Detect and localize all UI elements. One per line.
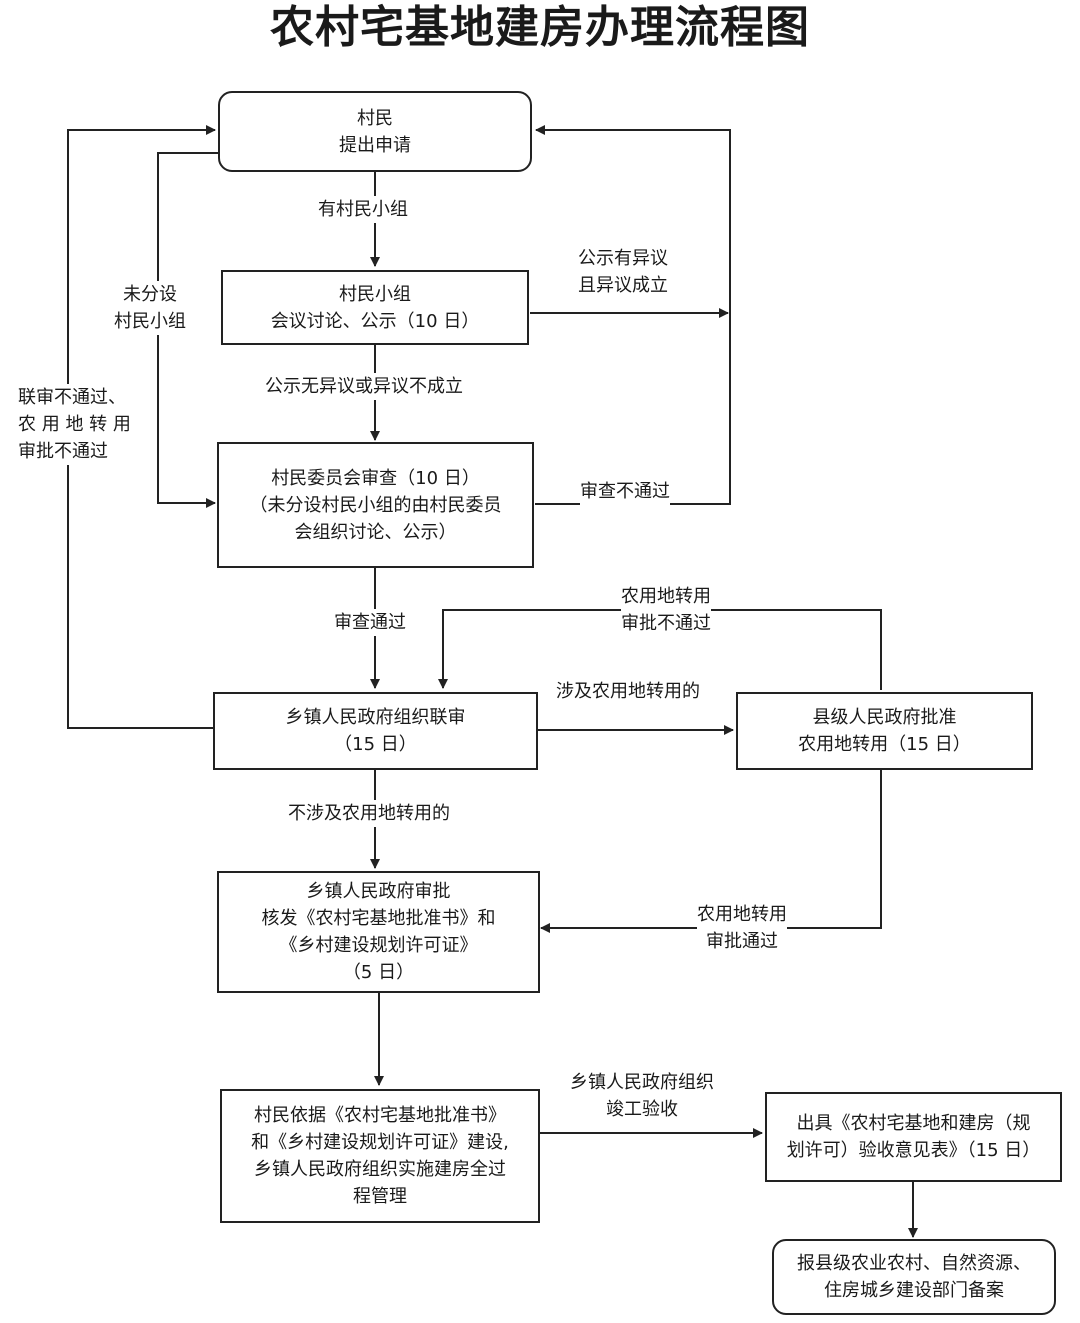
text-line: 住房城乡建设部门备案 <box>824 1280 1004 1301</box>
text-line: （5 日） <box>342 962 415 983</box>
label-no-objection: 公示无异议或异议不成立 <box>265 373 463 400</box>
text-line: 联审不通过、 <box>18 387 126 408</box>
text-line: 审批通过 <box>706 931 778 952</box>
arrow-conversion-pass <box>540 770 882 933</box>
text-line: 划许可）验收意见表》（15 日） <box>786 1140 1041 1161</box>
node-township-approval: 乡镇人民政府审批核发《农村宅基地批准书》和《乡村建设规划许可证》 （5 日） <box>217 871 540 993</box>
text-line: 村民小组 <box>114 311 186 332</box>
label-joint-fail: 联审不通过、农 用 地 转 用审批不通过 <box>18 384 131 465</box>
label-conversion-pass: 农用地转用审批通过 <box>697 901 787 955</box>
label-conversion-fail: 农用地转用审批不通过 <box>621 583 711 637</box>
label-not-involves-conversion: 不涉及农用地转用的 <box>288 800 450 827</box>
node-committee-review: 村民委员会审查（10 日） （未分设村民小组的由村民委员会组织讨论、公示） <box>217 442 534 568</box>
text-line: 村民 <box>357 107 393 129</box>
node-acceptance-form: 出具《农村宅基地和建房（规划许可）验收意见表》（15 日） <box>765 1092 1062 1182</box>
label-objection-valid: 公示有异议且异议成立 <box>578 245 668 299</box>
label-has-group: 有村民小组 <box>318 196 408 223</box>
label-involves-conversion: 涉及农用地转用的 <box>556 678 700 705</box>
text-line: 县级人民政府批准 <box>812 707 957 728</box>
text-line: 未分设 <box>123 284 177 305</box>
node-county-approval: 县级人民政府批准农用地转用（15 日） <box>736 692 1033 770</box>
text-line: 审批不通过 <box>621 613 711 634</box>
text-line: 公示有异议 <box>578 248 668 269</box>
text-line: 涉及农用地转用的 <box>556 681 700 702</box>
text-line: 出具《农村宅基地和建房（规 <box>796 1113 1031 1134</box>
text-line: （15 日） <box>334 734 417 755</box>
text-line: 审查不通过 <box>580 481 670 502</box>
text-line: 核发《农村宅基地批准书》和 <box>261 908 496 929</box>
arrow-review-fail <box>535 125 731 505</box>
node-apply: 村民提出申请 <box>218 91 532 172</box>
text-line: 审查通过 <box>334 612 406 633</box>
text-line: 审批不通过 <box>18 441 108 462</box>
label-review-fail: 审查不通过 <box>580 478 670 505</box>
text-line: 乡镇人民政府组织实施建房全过 <box>254 1159 506 1180</box>
text-line: 村民小组 <box>339 283 411 305</box>
text-line: 乡镇人民政府组织联审 <box>285 707 466 728</box>
text-line: 程管理 <box>353 1186 407 1207</box>
node-filing: 报县级农业农村、自然资源、住房城乡建设部门备案 <box>772 1239 1056 1315</box>
node-construction: 村民依据《农村宅基地批准书》和《乡村建设规划许可证》建设, 乡镇人民政府组织实施建… <box>220 1089 540 1223</box>
text-line: 报县级农业农村、自然资源、 <box>797 1253 1031 1274</box>
label-review-pass: 审查通过 <box>334 609 406 636</box>
text-line: 不涉及农用地转用的 <box>288 803 450 824</box>
text-line: 乡镇人民政府审批 <box>306 881 451 902</box>
text-line: 公示无异议或异议不成立 <box>265 376 463 397</box>
text-line: 农用地转用 <box>697 904 787 925</box>
text-line: 农用地转用 <box>621 586 711 607</box>
text-line: 村民委员会审查（10 日） <box>271 467 480 489</box>
node-group-meeting: 村民小组会议讨论、公示（10 日） <box>221 270 529 345</box>
text-line: 农用地转用（15 日） <box>798 734 971 755</box>
label-completion-acceptance: 乡镇人民政府组织竣工验收 <box>570 1069 714 1123</box>
text-line: 和《乡村建设规划许可证》建设, <box>251 1132 509 1153</box>
label-no-group: 未分设村民小组 <box>114 281 186 335</box>
text-line: 竣工验收 <box>606 1099 678 1120</box>
text-line: 提出申请 <box>339 134 411 156</box>
text-line: 会组织讨论、公示） <box>294 521 457 543</box>
text-line: 农 用 地 转 用 <box>18 414 131 435</box>
text-line: 会议讨论、公示（10 日） <box>270 310 480 332</box>
text-line: 《乡村建设规划许可证》 <box>279 935 478 956</box>
text-line: 村民依据《农村宅基地批准书》 <box>254 1105 506 1126</box>
page-title: 农村宅基地建房办理流程图 <box>270 2 810 53</box>
text-line: 且异议成立 <box>578 275 668 296</box>
text-line: 乡镇人民政府组织 <box>570 1072 714 1093</box>
text-line: （未分设村民小组的由村民委员 <box>249 494 502 516</box>
text-line: 有村民小组 <box>318 199 408 220</box>
node-township-joint-review: 乡镇人民政府组织联审 （15 日） <box>213 692 538 770</box>
